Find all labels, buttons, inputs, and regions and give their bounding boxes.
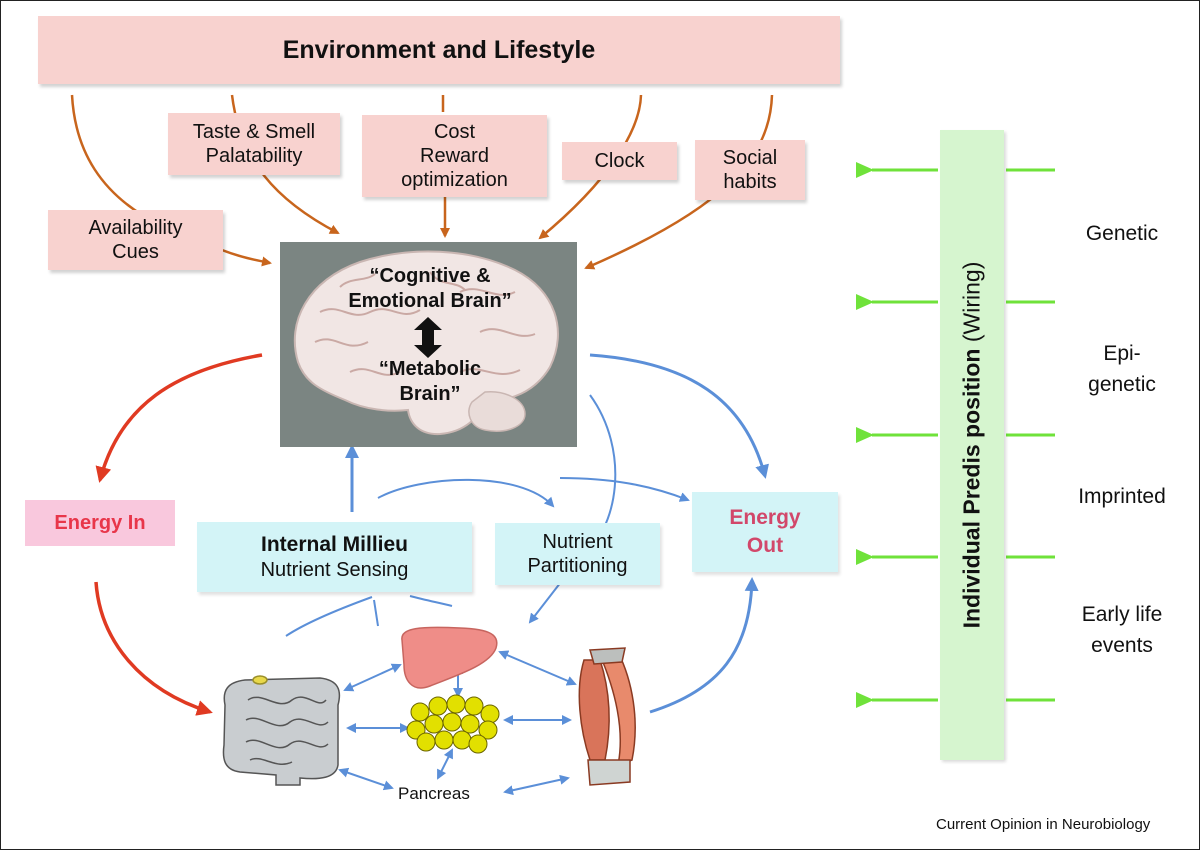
energy-in-to-gut-arrow — [94, 581, 213, 716]
adipose-illustration — [406, 694, 500, 754]
nutrient-partitioning-line-1: Nutrient — [542, 531, 613, 553]
factor-availability-box: Availability Cues — [48, 210, 223, 270]
muscle-bone — [587, 759, 631, 786]
muscle-top — [589, 647, 626, 665]
gut-to-milieu-line — [285, 596, 373, 637]
energy-out-box: Energy Out — [692, 492, 838, 572]
factor-social-box: Social habits — [695, 140, 805, 200]
adipose-pancreas-link — [437, 748, 453, 780]
muscle-bundle-2 — [598, 651, 636, 767]
brain-illustration — [293, 250, 559, 436]
factor-genetic-line-1: Genetic — [1085, 222, 1159, 245]
factor-availability-line-2: Cues — [112, 241, 159, 263]
brain-to-energy-out-arrow — [589, 353, 769, 479]
internal-milieu-title: Internal Millieu — [260, 533, 409, 556]
environment-header: Environment and Lifestyle — [38, 16, 840, 84]
factor-social-line-2: habits — [723, 171, 777, 193]
energy-out-line-2: Out — [746, 534, 784, 557]
factor-imprinted: Imprinted — [1062, 481, 1182, 512]
factor-taste-line-2: Palatability — [205, 145, 303, 167]
predisposition-bar-wiring: (Wiring) — [958, 261, 985, 349]
factor-epigenetic: Epi- genetic — [1062, 338, 1182, 400]
factor-cost-line-2: Reward — [420, 145, 489, 167]
organ-links — [338, 650, 577, 796]
gut-liver-link — [343, 663, 402, 692]
nutrient-partitioning-box: Nutrient Partitioning — [495, 523, 660, 585]
brain-double-arrow — [414, 317, 442, 358]
gut-pancreas-link — [338, 767, 394, 791]
brain-panel: “Cognitive & Emotional Brain” “Metabolic… — [280, 242, 577, 447]
predisposition-bar — [940, 130, 1004, 760]
muscle-illustration — [578, 647, 636, 786]
factor-clock-line-1: Clock — [594, 150, 645, 172]
factor-early-life: Early life events — [1052, 599, 1192, 661]
liver-illustration — [401, 626, 498, 689]
factor-taste-box: Taste & Smell Palatability — [168, 113, 340, 175]
cognitive-brain-label: “Cognitive & Emotional Brain” — [330, 264, 530, 314]
pancreas-muscle-link — [503, 774, 570, 796]
cerebellum-shape — [468, 391, 526, 432]
milieu-to-partitioning-arrow — [377, 478, 555, 508]
cognitive-brain-line-2: Emotional Brain” — [348, 290, 512, 312]
muscle-bundle-1 — [578, 659, 610, 761]
muscle-to-energy-out-arrow — [649, 577, 759, 714]
factor-social-line-1: Social — [722, 147, 778, 169]
liver-muscle-link — [498, 650, 577, 686]
journal-credit: Current Opinion in Neurobiology — [936, 816, 1151, 833]
metabolic-brain-line-2: Brain” — [399, 383, 461, 405]
gut-yellow-spot — [252, 675, 268, 685]
environment-header-title: Environment and Lifestyle — [282, 35, 596, 64]
energy-in-arrows — [94, 353, 263, 716]
colon-outline — [222, 677, 341, 786]
env-arrow-availability — [70, 94, 162, 227]
factor-early-life-line-1: Early life — [1081, 603, 1163, 626]
factor-availability-line-1: Availability — [88, 217, 183, 239]
factor-genetic: Genetic — [1062, 218, 1182, 249]
liver-sense-line — [409, 595, 453, 607]
factor-cost-box: Cost Reward optimization — [362, 115, 547, 197]
cognitive-brain-line-1: “Cognitive & — [369, 265, 491, 287]
env-arrow-cost — [443, 95, 445, 236]
internal-milieu-subtitle: Nutrient Sensing — [260, 559, 409, 581]
thin-flow-arrows — [285, 394, 690, 637]
predisposition-bar-label: Individual Predis position (Wiring) — [940, 130, 1004, 760]
factor-epigenetic-line-1: Epi- — [1103, 342, 1141, 365]
env-arrow-availability-brain — [221, 248, 272, 267]
brain-to-energy-in-arrow — [95, 353, 263, 483]
factor-early-life-line-2: events — [1091, 634, 1153, 657]
brain-folds — [314, 271, 536, 376]
gut-illustration — [222, 675, 341, 786]
predisposition-bar-bold: Individual Predis position — [958, 348, 985, 629]
factor-cost-line-3: optimization — [401, 169, 508, 191]
factor-taste-line-1: Taste & Smell — [192, 121, 316, 143]
predisposition-arrows — [856, 162, 1055, 708]
nutrient-partitioning-line-2: Partitioning — [527, 555, 628, 577]
metabolic-brain-line-1: “Metabolic — [378, 358, 482, 380]
liver-to-milieu-line — [373, 599, 379, 627]
liver-shape — [401, 626, 498, 689]
factor-cost-line-1: Cost — [433, 121, 476, 143]
energy-in-box: Energy In — [25, 500, 175, 546]
pancreas-label: Pancreas — [398, 784, 470, 803]
factor-imprinted-line-1: Imprinted — [1078, 485, 1166, 508]
predisposition-bar-text: Individual Predis position (Wiring) — [959, 262, 986, 629]
milieu-to-energy-out-arrow — [559, 477, 690, 502]
factor-epigenetic-line-2: genetic — [1088, 373, 1156, 396]
intestine-coils — [245, 696, 329, 765]
energy-in-label: Energy In — [54, 511, 146, 534]
metabolic-brain-label: “Metabolic Brain” — [350, 357, 510, 407]
internal-milieu-box: Internal Millieu Nutrient Sensing — [197, 522, 472, 592]
energy-out-line-1: Energy — [729, 506, 801, 529]
flow-arrows — [345, 353, 769, 714]
factor-clock-box: Clock — [562, 142, 677, 180]
